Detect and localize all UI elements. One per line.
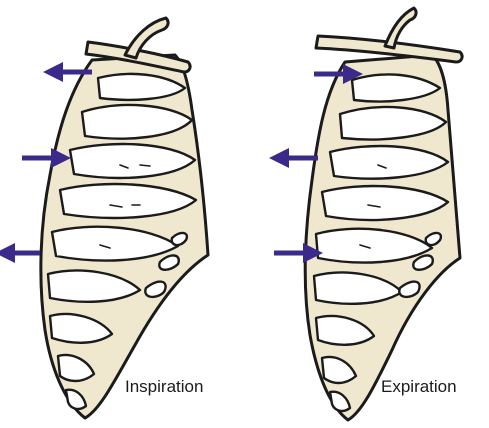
expiration-floating-rib-2 bbox=[412, 254, 434, 271]
inspiration-intercostal-9 bbox=[64, 388, 88, 411]
expiration-cartilage-line-2 bbox=[367, 204, 381, 208]
inspiration-arrows bbox=[0, 62, 92, 263]
inspiration-floating-rib-1 bbox=[170, 231, 189, 247]
inspiration-intercostal-1 bbox=[96, 72, 187, 102]
expiration-clavicle bbox=[314, 34, 464, 64]
inspiration-cartilage-line-1 bbox=[119, 164, 129, 169]
expiration-intercostal-9 bbox=[328, 390, 352, 413]
expiration-intercostal-7 bbox=[314, 314, 376, 346]
expiration-intercostal-5 bbox=[314, 227, 434, 264]
inspiration-intercostal-4 bbox=[58, 182, 198, 220]
inspiration-intercostal-8 bbox=[56, 353, 96, 383]
expiration-intercostal-2 bbox=[338, 105, 448, 141]
expiration-floating-rib-3 bbox=[398, 280, 421, 299]
inspiration-floating-rib-2 bbox=[158, 254, 180, 271]
inspiration-floating-rib-3 bbox=[144, 280, 167, 299]
expiration-ribcage bbox=[303, 6, 464, 422]
inspiration-cartilage-line-3 bbox=[99, 244, 111, 249]
inspiration-intercostal-6 bbox=[46, 269, 142, 304]
inspiration-first-rib bbox=[123, 16, 170, 60]
inspiration-cartilage-line-2 bbox=[109, 204, 123, 208]
expiration-cartilage-line-1 bbox=[377, 164, 387, 169]
expiration-arrows bbox=[269, 64, 363, 263]
expiration-intercostal-1 bbox=[350, 73, 442, 103]
expiration-intercostal-8 bbox=[320, 355, 358, 385]
inspiration-ribcage bbox=[39, 16, 210, 420]
expiration-cartilage-line-3 bbox=[359, 244, 371, 249]
inspiration-intercostal-2 bbox=[80, 103, 194, 140]
inspiration-caption: Inspiration bbox=[125, 377, 203, 396]
inspiration-cartilage-line-4 bbox=[139, 164, 151, 167]
expiration-floating-rib-1 bbox=[424, 231, 443, 247]
inspiration-intercostal-7 bbox=[48, 312, 114, 344]
expiration-intercostal-4 bbox=[320, 184, 450, 222]
expiration-caption: Expiration bbox=[381, 377, 457, 396]
expiration-first-rib bbox=[383, 6, 418, 50]
inspiration-intercostal-3 bbox=[68, 142, 197, 180]
expiration-intercostal-3 bbox=[328, 144, 450, 180]
